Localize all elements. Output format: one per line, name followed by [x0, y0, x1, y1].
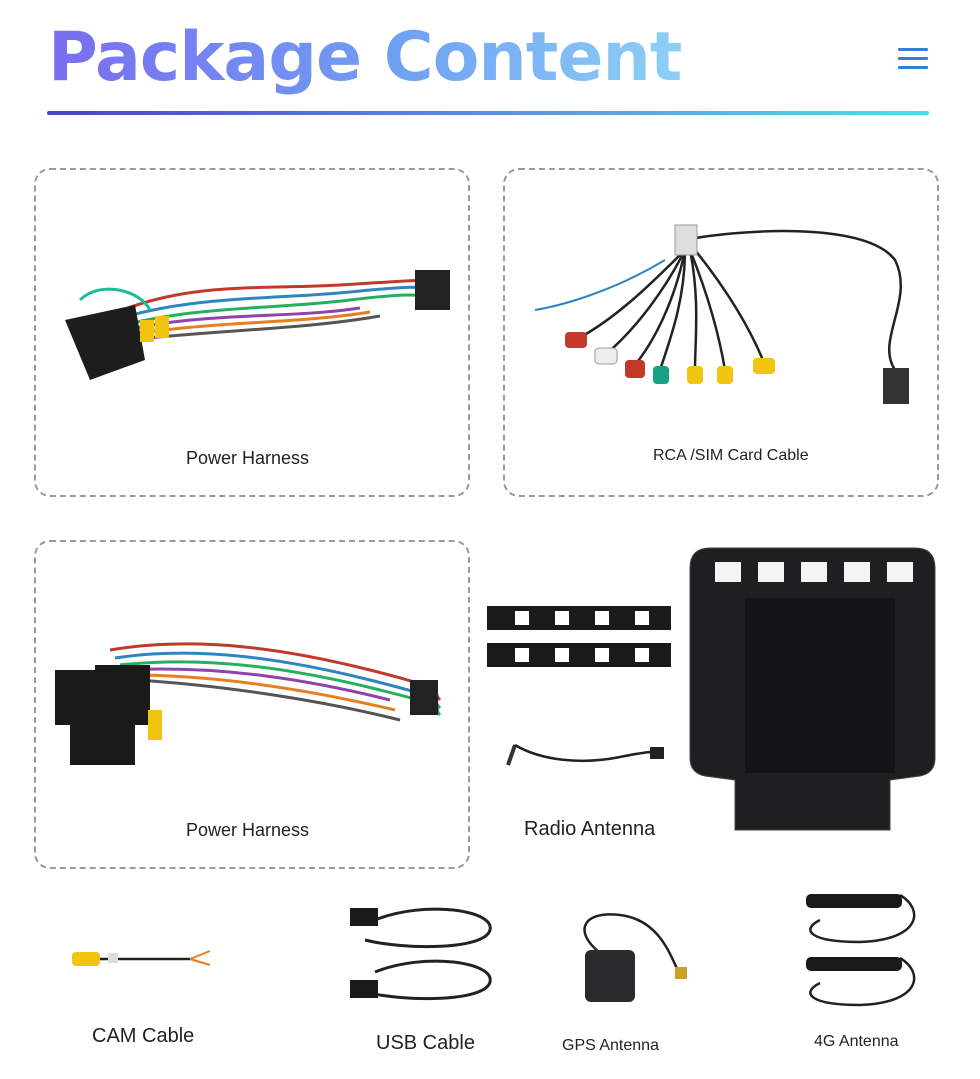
head-unit-image [689, 547, 936, 831]
rca-sim-cable-image [534, 224, 909, 404]
radio-antenna-image [506, 743, 664, 766]
mounting-bracket-image [487, 606, 671, 667]
item-label: GPS Antenna [562, 1037, 659, 1054]
item-label: USB Cable [376, 1032, 475, 1054]
title-underline [47, 111, 929, 115]
gps-antenna-image [583, 913, 687, 1002]
item-label: RCA /SIM Card Cable [653, 447, 809, 464]
page-title: Package Content [48, 18, 682, 97]
power-harness-image-2 [55, 642, 442, 765]
item-label: Power Harness [186, 820, 310, 840]
hamburger-menu-icon[interactable] [896, 46, 930, 72]
item-label: Power Harness [186, 448, 310, 468]
item-label: Radio Antenna [524, 818, 656, 840]
item-label: 4G Antenna [814, 1033, 899, 1050]
usb-cable-image [350, 907, 492, 1001]
cam-cable-image [72, 950, 211, 966]
power-harness-image-1 [65, 270, 450, 380]
4g-antenna-image [806, 893, 916, 1007]
item-label: CAM Cable [92, 1025, 195, 1047]
